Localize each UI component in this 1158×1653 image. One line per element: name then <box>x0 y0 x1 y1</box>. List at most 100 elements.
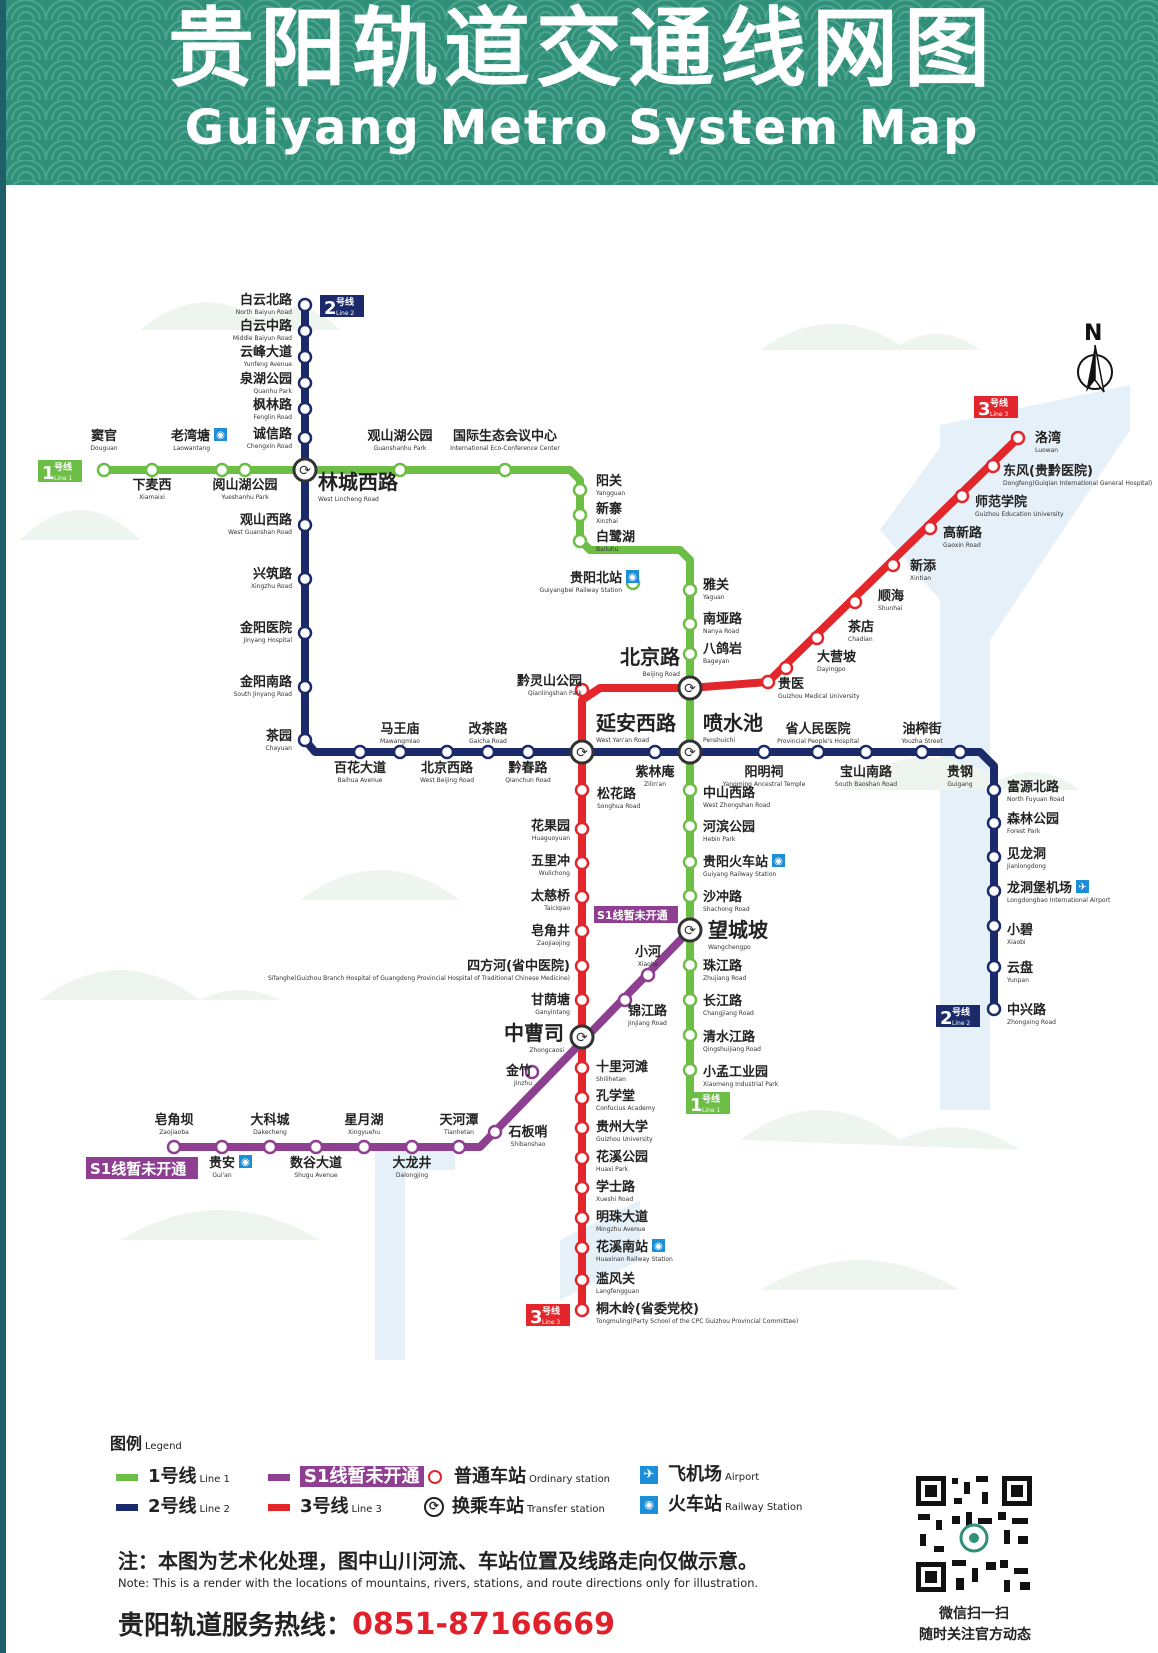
station-marker[interactable] <box>144 462 160 478</box>
station-marker[interactable] <box>574 1090 590 1106</box>
station-marker[interactable] <box>986 849 1002 865</box>
station-marker[interactable] <box>682 854 698 870</box>
station-marker[interactable] <box>574 1060 590 1076</box>
station-marker[interactable] <box>574 1272 590 1288</box>
station-marker[interactable] <box>308 1139 324 1155</box>
station-marker[interactable] <box>214 1139 230 1155</box>
station-marker[interactable] <box>682 782 698 798</box>
station-marker[interactable] <box>352 744 368 760</box>
station-marker[interactable] <box>297 323 313 339</box>
station-marker[interactable] <box>986 883 1002 899</box>
station-marker[interactable] <box>297 297 313 313</box>
station-marker[interactable] <box>520 744 536 760</box>
transfer-station-marker[interactable] <box>569 1024 595 1050</box>
station-marker[interactable] <box>439 744 455 760</box>
transfer-station-marker[interactable] <box>569 739 595 765</box>
station-marker[interactable] <box>985 458 1001 474</box>
station-marker[interactable] <box>885 557 901 573</box>
station-marker[interactable] <box>572 482 588 498</box>
station-marker[interactable] <box>810 744 826 760</box>
station-marker[interactable] <box>986 1001 1002 1017</box>
station-marker[interactable] <box>574 1150 590 1166</box>
station-marker[interactable] <box>617 992 633 1008</box>
station-marker[interactable] <box>297 517 313 533</box>
station-marker[interactable] <box>297 571 313 587</box>
station-68[interactable]: 桐木岭(省委党校)Tongmuling(Party School of the … <box>574 1301 798 1325</box>
station-marker[interactable] <box>682 818 698 834</box>
station-marker[interactable] <box>404 1139 420 1155</box>
station-marker[interactable] <box>392 462 408 478</box>
station-78[interactable]: 东风(贵黔医院)Dongfeng(Guiqian International G… <box>985 458 1152 487</box>
station-marker[interactable] <box>572 507 588 523</box>
station-marker[interactable] <box>572 533 588 549</box>
station-marker[interactable] <box>574 1210 590 1226</box>
station-marker[interactable] <box>297 732 313 748</box>
transfer-station-marker[interactable] <box>677 917 703 943</box>
station-marker[interactable] <box>480 744 496 760</box>
station-marker[interactable] <box>297 349 313 365</box>
station-marker[interactable] <box>574 958 590 974</box>
station-marker[interactable] <box>778 660 794 676</box>
transfer-station-marker[interactable] <box>292 457 318 483</box>
station-marker[interactable] <box>356 1139 372 1155</box>
station-marker[interactable] <box>574 821 590 837</box>
station-marker[interactable] <box>858 744 874 760</box>
station-marker[interactable] <box>954 488 970 504</box>
station-marker[interactable] <box>914 744 930 760</box>
station-marker[interactable] <box>574 1302 590 1318</box>
station-marker[interactable] <box>847 594 863 610</box>
transfer-station-marker[interactable] <box>677 675 703 701</box>
station-marker[interactable] <box>952 744 968 760</box>
